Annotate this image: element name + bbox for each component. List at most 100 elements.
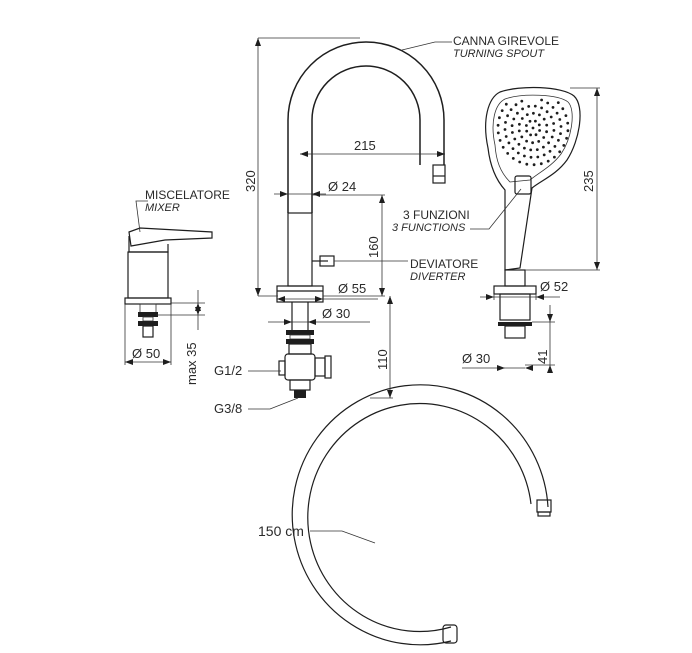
shower-nozzle-dot xyxy=(562,144,566,147)
diverter-label: DEVIATORE xyxy=(410,257,478,271)
shower-nozzle-dot xyxy=(552,129,556,132)
shower-nozzle-dot xyxy=(510,124,514,127)
shower-nozzle-dot xyxy=(532,111,535,115)
dimension-235: 235 xyxy=(581,170,596,192)
shower-nozzle-dot xyxy=(518,160,522,164)
shower-nozzle-dot xyxy=(538,129,541,132)
hand-shower-drawing xyxy=(485,86,600,366)
shower-nozzle-dot xyxy=(511,147,515,151)
spout-leader-line xyxy=(401,41,452,51)
shower-nozzle-dot xyxy=(542,153,546,157)
thread-g38: G3/8 xyxy=(214,401,242,416)
shower-nozzle-dot xyxy=(564,114,568,117)
shower-nozzle-dot xyxy=(558,118,562,121)
shower-nozzle-dot xyxy=(525,113,529,116)
shower-nozzle-dot xyxy=(545,130,548,134)
shower-nozzle-dot xyxy=(540,106,543,110)
shower-nozzle-dot xyxy=(537,140,541,143)
dimension-215: 215 xyxy=(354,138,376,153)
functions-label-en: 3 FUNCTIONS xyxy=(392,222,466,234)
shower-nozzle-dot xyxy=(542,145,545,149)
dimension-41: 41 xyxy=(535,350,550,364)
shower-nozzle-dot xyxy=(529,155,533,159)
dimension-160: 160 xyxy=(366,236,381,258)
shower-nozzle-dot xyxy=(511,157,515,160)
dimension-dia-52: Ø 52 xyxy=(540,279,568,294)
spout-drawing xyxy=(258,37,446,399)
shower-nozzle-dot xyxy=(555,111,559,115)
shower-nozzle-dot xyxy=(523,154,526,158)
shower-nozzle-dot xyxy=(552,122,555,125)
shower-nozzle-dot xyxy=(529,148,533,152)
shower-nozzle-dot xyxy=(520,99,524,103)
shower-nozzle-dot xyxy=(532,163,536,167)
shower-nozzle-dot xyxy=(498,139,502,142)
shower-nozzle-dots xyxy=(496,98,570,167)
shower-nozzle-dot xyxy=(520,117,524,120)
shower-nozzle-dot xyxy=(500,109,504,112)
shower-nozzle-dot xyxy=(501,145,505,149)
shower-nozzle-dot xyxy=(525,124,528,127)
shower-nozzle-dot xyxy=(550,135,554,139)
mixer-label-en: MIXER xyxy=(145,202,180,214)
shower-nozzle-dot xyxy=(545,110,549,114)
shower-nozzle-dot xyxy=(517,129,521,133)
shower-nozzle-dot xyxy=(539,162,543,166)
shower-nozzle-dot xyxy=(518,122,521,126)
shower-nozzle-dot xyxy=(533,104,537,108)
spout-label: CANNA GIREVOLE xyxy=(453,34,559,48)
dimension-dia-24: Ø 24 xyxy=(328,179,356,194)
dimension-dia-30-spout: Ø 30 xyxy=(322,306,350,321)
shower-nozzle-dot xyxy=(496,123,500,127)
shower-nozzle-dot xyxy=(540,98,543,102)
shower-nozzle-dot xyxy=(559,132,562,136)
hose-drawing xyxy=(291,384,552,646)
dimension-dia-50: Ø 50 xyxy=(132,346,160,361)
shower-nozzle-dot xyxy=(566,129,570,133)
shower-nozzle-dot xyxy=(537,123,541,127)
shower-nozzle-dot xyxy=(506,152,510,155)
shower-nozzle-dot xyxy=(529,133,532,137)
mixer-label: MISCELATORE xyxy=(145,188,230,202)
thread-g38-leader-line xyxy=(248,397,299,410)
dimension-320: 320 xyxy=(243,170,258,192)
shower-nozzle-dot xyxy=(512,117,516,121)
shower-nozzle-dot xyxy=(565,136,568,140)
shower-nozzle-dot xyxy=(498,116,501,120)
shower-nozzle-dot xyxy=(546,159,550,163)
shower-nozzle-dot xyxy=(504,135,508,138)
dimension-dia-55: Ø 55 xyxy=(338,281,366,296)
dimension-dia-30-shower: Ø 30 xyxy=(462,351,490,366)
shower-nozzle-dot xyxy=(546,101,550,105)
shower-nozzle-dot xyxy=(542,136,546,139)
shower-nozzle-dot xyxy=(566,121,570,125)
functions-label: 3 FUNZIONI xyxy=(403,208,470,222)
shower-nozzle-dot xyxy=(551,106,555,109)
thread-g12: G1/2 xyxy=(214,363,242,378)
shower-nozzle-dot xyxy=(506,114,509,118)
shower-nozzle-dot xyxy=(509,108,513,111)
shower-nozzle-dot xyxy=(549,115,553,119)
shower-nozzle-dot xyxy=(538,113,541,117)
shower-nozzle-dot xyxy=(534,133,538,137)
shower-nozzle-dot xyxy=(516,151,520,155)
dimension-lines xyxy=(125,38,600,398)
hose-leader-line xyxy=(310,530,376,544)
diverter-label-en: DIVERTER xyxy=(410,271,465,283)
dimension-max-35: max 35 xyxy=(184,342,199,385)
shower-nozzle-dot xyxy=(536,155,540,159)
shower-nozzle-dot xyxy=(561,107,565,111)
dimension-110: 110 xyxy=(375,349,390,370)
shower-nozzle-dot xyxy=(523,146,526,150)
shower-nozzle-dot xyxy=(517,142,521,146)
shower-nozzle-dot xyxy=(525,139,528,143)
shower-nozzle-dot xyxy=(558,150,562,154)
shower-nozzle-dot xyxy=(559,125,563,128)
shower-nozzle-dot xyxy=(527,105,531,108)
shower-nozzle-dot xyxy=(513,137,517,141)
shower-nozzle-dot xyxy=(516,111,519,115)
shower-nozzle-dot xyxy=(504,121,507,124)
shower-nozzle-dot xyxy=(534,119,537,123)
shower-nozzle-dot xyxy=(556,101,560,104)
